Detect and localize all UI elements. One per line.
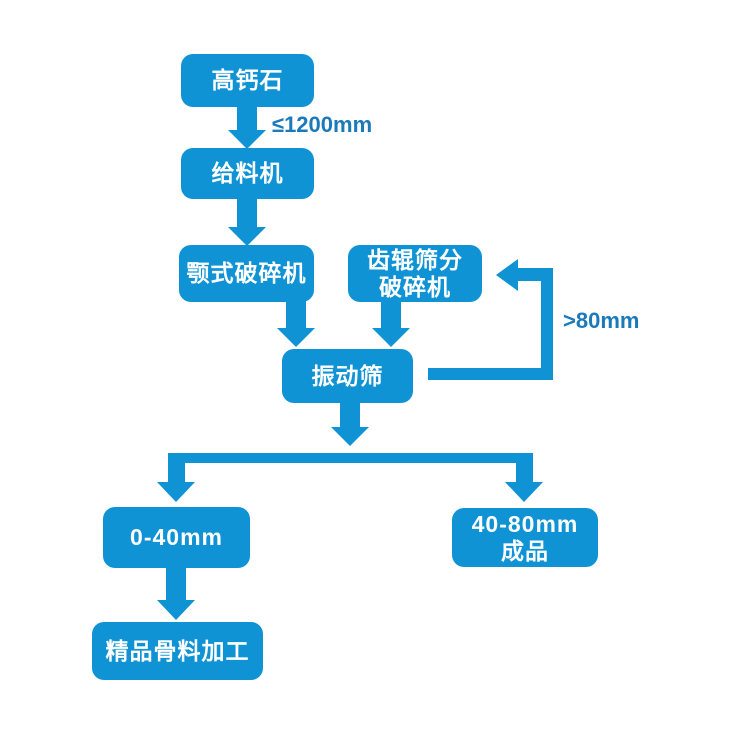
node-jaw-crusher-label: 颚式破碎机 [186,260,307,286]
arrow-jaw-to-screen [277,301,315,347]
arrow-screen-to-splitter [331,402,369,446]
node-roller-crusher-label-line2: 破碎机 [379,273,451,300]
node-roller-crusher: 齿辊筛分 破碎机 [348,245,482,302]
arrow-roller-to-screen [372,301,410,347]
recycle-loop-arrow [428,259,553,380]
node-size-0-40-label: 0-40mm [130,524,223,550]
node-feeder-label: 给料机 [211,160,284,186]
node-raw-material-label: 高钙石 [211,67,284,93]
node-raw-material: 高钙石 [181,54,314,107]
node-size-0-40: 0-40mm [103,507,250,568]
edge-label-oversize: >80mm [563,308,640,333]
arrow-0-40-to-processing [157,567,195,620]
arrow-feeder-to-jaw [228,198,266,246]
node-jaw-crusher: 颚式破碎机 [179,245,314,302]
node-fine-aggregate-label: 精品骨料加工 [105,637,250,664]
node-fine-aggregate: 精品骨料加工 [92,622,263,680]
node-size-40-80-label-line2: 成品 [501,537,549,564]
arrow-raw-to-feeder [228,106,266,149]
node-feeder: 给料机 [181,148,314,199]
node-size-40-80-label-line1: 40-80mm [471,510,579,537]
splitter-branch-arrows [157,453,543,502]
node-roller-crusher-label-line1: 齿辊筛分 [367,246,463,273]
node-vibrating-screen: 振动筛 [282,349,413,403]
edge-label-feed-size: ≤1200mm [272,112,373,137]
node-vibrating-screen-label: 振动筛 [311,362,384,389]
node-size-40-80: 40-80mm 成品 [452,508,598,567]
